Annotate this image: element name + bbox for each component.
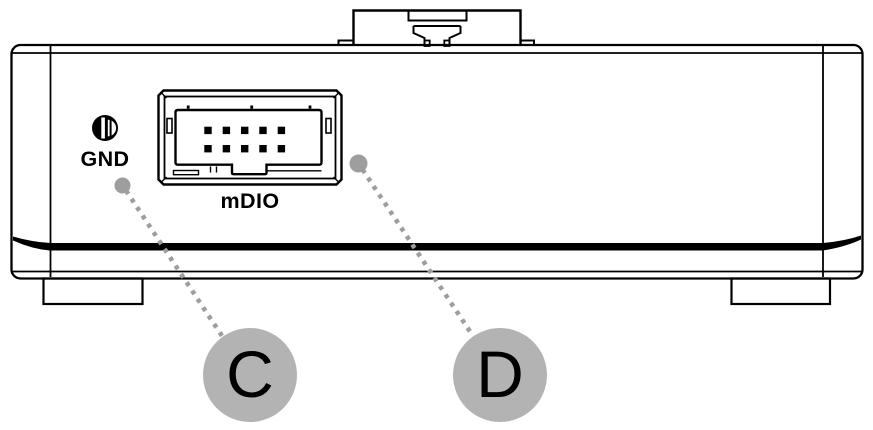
leader-line-d xyxy=(360,168,475,338)
din-clip-right-tab xyxy=(520,39,535,46)
leader-line-c xyxy=(124,189,224,338)
accent-stripe xyxy=(13,235,861,251)
device-enclosure xyxy=(10,43,864,306)
callout-d: D xyxy=(349,154,547,422)
mdio-pins xyxy=(204,126,286,153)
mdio-top-tick-3 xyxy=(308,105,312,109)
mdio-bottom-detail xyxy=(172,169,200,176)
callout-c-circle xyxy=(203,328,297,422)
mdio-top-tick-2 xyxy=(250,105,254,109)
leader-dot-c xyxy=(114,177,131,194)
din-clip-top-notch xyxy=(407,10,468,22)
foot-left xyxy=(42,277,144,306)
gnd-screw-slot xyxy=(101,117,105,139)
callout-d-letter: D xyxy=(476,337,524,411)
mdio-connector: mDIO xyxy=(157,89,343,213)
callout-d-circle xyxy=(453,328,547,422)
din-clip-latch xyxy=(412,25,462,46)
din-clip-left-tab xyxy=(337,39,354,46)
foot-right xyxy=(730,277,832,306)
mdio-socket-opening xyxy=(174,108,323,176)
din-clip-body xyxy=(352,9,522,46)
gnd-label: GND xyxy=(81,147,130,171)
callout-c-letter: C xyxy=(226,337,274,411)
mdio-corner-bevels xyxy=(160,92,340,183)
mdio-inner-frame xyxy=(163,95,337,180)
din-rail-clip xyxy=(337,9,535,47)
gnd-screw-slot-divider xyxy=(109,119,112,137)
mdio-outer-frame xyxy=(157,89,343,186)
mdio-label: mDIO xyxy=(221,189,280,213)
gnd-terminal: GND xyxy=(81,115,130,171)
callout-c: C xyxy=(114,177,297,422)
leader-dot-d xyxy=(349,154,368,173)
mdio-latch-right xyxy=(325,117,332,134)
mdio-top-tick-1 xyxy=(186,105,190,109)
mdio-bottom-ticks xyxy=(209,166,322,173)
mdio-latch-left xyxy=(166,117,173,134)
